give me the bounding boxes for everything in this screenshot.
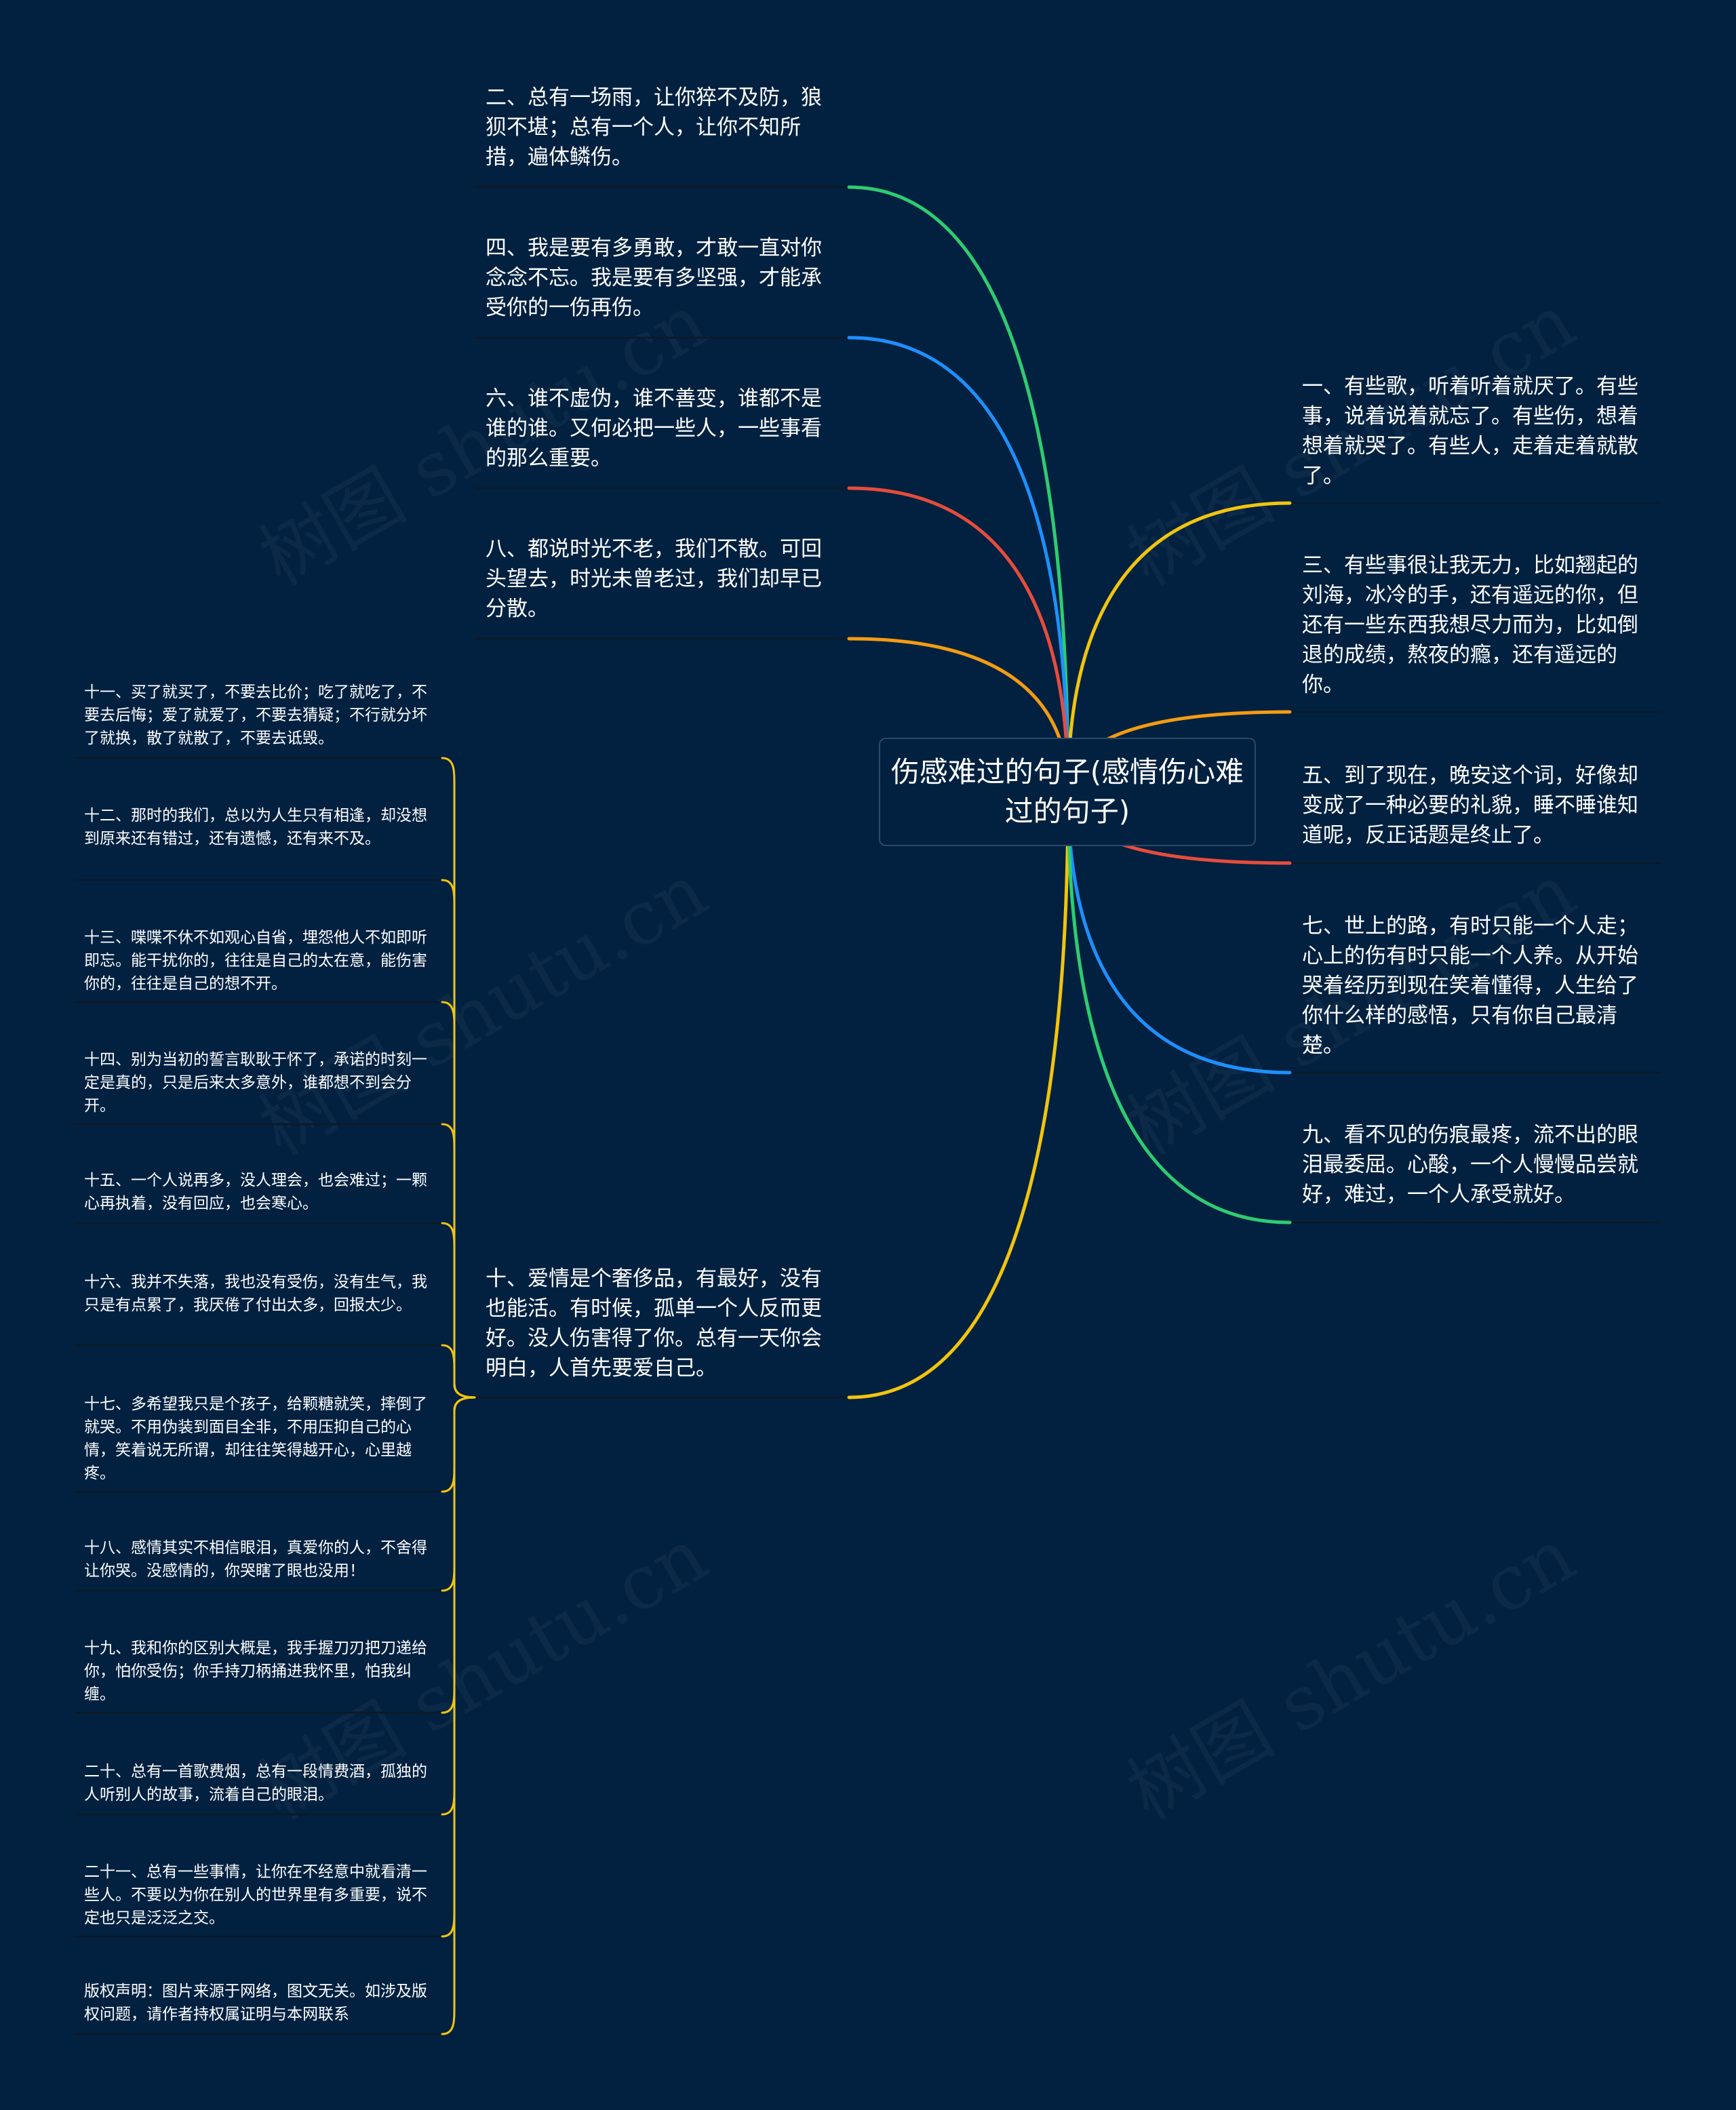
branch-node-left[interactable]: 四、我是要有多勇敢，才敢一直对你念念不忘。我是要有多坚强，才能承受你的一伤再伤。 [486,236,822,320]
sub-item-node[interactable]: 十四、别为当初的誓言耿耿于怀了，承诺的时刻一定是真的，只是后来太多意外，谁都想不… [84,1051,427,1115]
branch-node-right[interactable]: 五、到了现在，晚安这个词，好像却变成了一种必要的礼貌，睡不睡谁知道呢，反正话题是… [1302,763,1638,848]
sub-item-connector [441,1396,476,1816]
branch-node-right[interactable]: 七、世上的路，有时只能一个人走；心上的伤有时只能一个人养。从开始哭着经历到现在笑… [1302,914,1638,1058]
branch-node-left[interactable]: 二、总有一场雨，让你猝不及防，狼狈不堪；总有一个人，让你不知所措，遍体鳞伤。 [486,85,822,170]
sub-item-connector [441,1222,476,1399]
sub-item-node[interactable]: 十七、多希望我只是个孩子，给颗糖就笑，摔倒了就哭。不用伪装到面目全非，不用压抑自… [84,1395,427,1482]
branch-node-left[interactable]: 六、谁不虚伪，谁不善变，谁都不是谁的谁。又何必把一些人，一些事看的那么重要。 [486,386,822,471]
sub-item-node[interactable]: 十三、喋喋不休不如观心自省，埋怨他人不如即听即忘。能干扰你的，往往是自己的太在意… [84,929,427,993]
sub-item-node[interactable]: 十一、买了就买了，不要去比价；吃了就吃了，不要去后悔；爱了就爱了，不要去猜疑；不… [84,683,427,747]
sub-item-connector [441,1396,476,1592]
branch-connector [847,336,1070,794]
sub-item-node[interactable]: 版权声明：图片来源于网络，图文无关。如涉及版权问题，请作者持权属证明与本网联系 [84,1983,427,2023]
branch-node-right[interactable]: 一、有些歌，听着听着就厌了。有些事，说着说着就忘了。有些伤，想着想着就哭了。有些… [1302,374,1638,488]
root-node-label: 伤感难过的句子(感情伤心难过的句子) [890,755,1244,828]
branch-connector [847,185,1070,794]
sub-item-node[interactable]: 二十一、总有一些事情，让你在不经意中就看清一些人。不要以为你在别人的世界里有多重… [84,1863,427,1927]
sub-item-connector [441,1396,476,2035]
root-node[interactable]: 伤感难过的句子(感情伤心难过的句子) [879,738,1256,846]
branch-node-left[interactable]: 八、都说时光不老，我们不散。可回头望去，时光未曾老过，我们却早已分散。 [486,537,822,621]
sub-item-node[interactable]: 十九、我和你的区别大概是，我手握刀刃把刀递给你，怕你受伤；你手持刀柄捅进我怀里，… [84,1639,427,1703]
sub-item-connector [441,879,476,1399]
sub-item-connector [441,1123,476,1399]
branch-connector [1066,501,1292,794]
sub-item-node[interactable]: 十六、我并不失落，我也没有受伤，没有生气，我只是有点累了，我厌倦了付出太多，回报… [84,1273,427,1314]
branch-connector [1066,790,1292,1075]
sub-item-node[interactable]: 十五、一个人说再多，没人理会，也会难过；一颗心再执着，没有回应，也会寒心。 [84,1172,427,1212]
branch-node-left[interactable]: 十、爱情是个奢侈品，有最好，没有也能活。有时候，孤单一个人反而更好。没人伤害得了… [486,1267,822,1380]
branch-node-right[interactable]: 九、看不见的伤痕最疼，流不出的眼泪最委屈。心酸，一个人慢慢品尝就好，难过，一个人… [1302,1123,1638,1207]
sub-item-connector [441,1396,476,1493]
sub-item-connector [441,1344,476,1399]
sub-item-node[interactable]: 十二、那时的我们，总以为人生只有相逢，却没想到原来还有错过，还有遗憾，还有来不及… [84,807,427,848]
sub-item-connector [441,757,476,1399]
sub-item-connector [441,1396,476,1938]
branch-connector [1066,790,1292,1225]
sub-item-node[interactable]: 十八、感情其实不相信眼泪，真爱你的人，不舍得让你哭。没感情的，你哭瞎了眼也没用！ [84,1539,427,1580]
branch-node-right[interactable]: 三、有些事很让我无力，比如翘起的刘海，冰冷的手，还有遥远的你，但还有一些东西我想… [1302,553,1638,697]
sub-item-connector [441,1001,476,1399]
branch-connector [847,486,1070,794]
sub-item-node[interactable]: 二十、总有一首歌费烟，总有一段情费酒，孤独的人听别人的故事，流着自己的眼泪。 [84,1763,427,1804]
branch-connector [847,790,1070,1399]
sub-item-connector [441,1396,476,1714]
